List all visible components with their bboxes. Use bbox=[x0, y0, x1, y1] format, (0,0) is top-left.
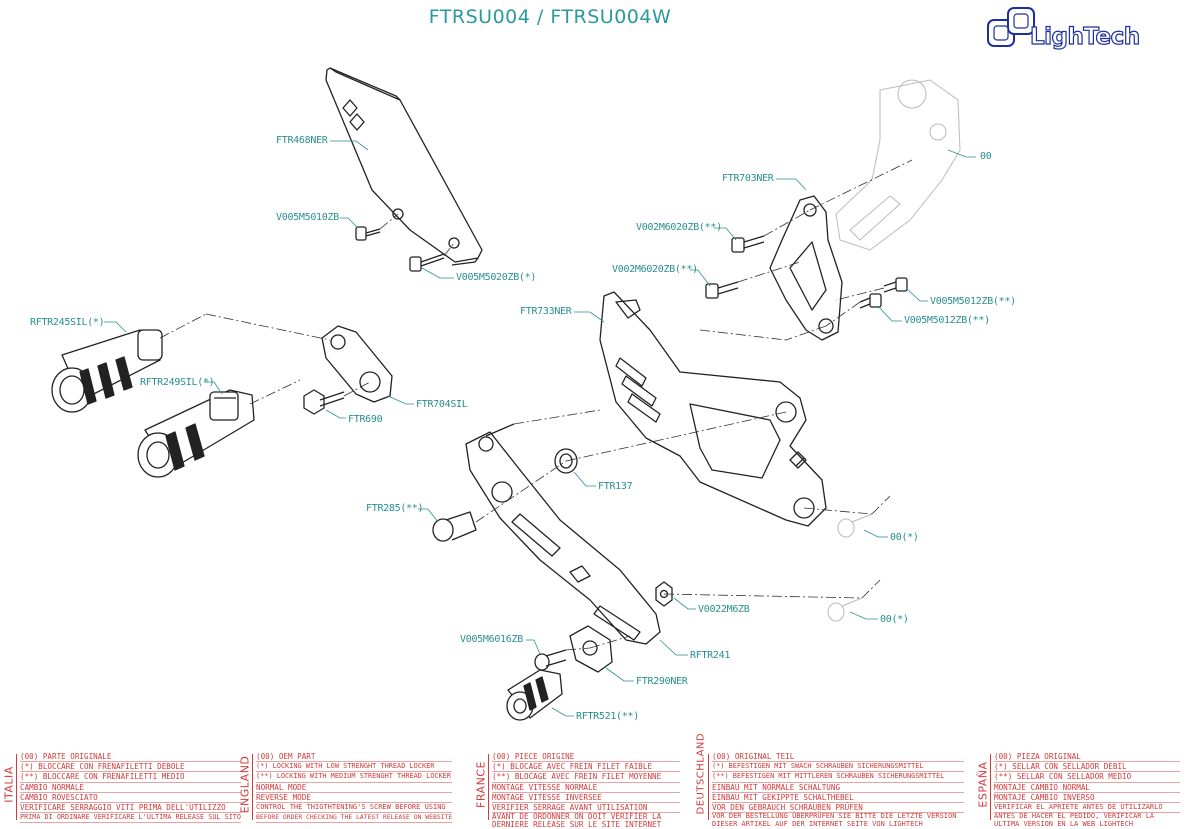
label-ftr704sil: FTR704SIL bbox=[416, 399, 468, 410]
label-oem-part: 00 bbox=[980, 151, 992, 162]
legend-line: NORMAL MODE bbox=[256, 783, 453, 793]
label-v005m5012zb-b: V005M5012ZB(**) bbox=[904, 315, 990, 326]
label-ftr137: FTR137 bbox=[598, 481, 633, 492]
legend-line: (00) OEM PART bbox=[256, 752, 453, 763]
screw-v002m6020zb-a bbox=[731, 235, 765, 253]
legend-line: MONTAJE CAMBIO INVERSO bbox=[994, 793, 1180, 804]
legend-line: (**) BEFESTIGEN MIT MITTLEREN SCHRAUBEN … bbox=[712, 772, 964, 783]
legend-line: (00) PIEZA ORIGINAL bbox=[994, 752, 1180, 763]
legend-line: (*) SELLAR CON SELLADOR DEBIL bbox=[994, 762, 1180, 773]
label-oem-part-b: 00(*) bbox=[880, 614, 909, 625]
legend-line: MONTAGE VITESSE NORMALE bbox=[492, 783, 680, 793]
rider-footpeg-alt bbox=[137, 389, 255, 478]
legend-line: VERIFICARE SERRAGGIO VITI PRIMA DELL'UTI… bbox=[20, 803, 241, 814]
label-rftr245sil: RFTR245SIL(*) bbox=[30, 317, 105, 328]
main-plate-ftr733ner bbox=[599, 291, 827, 527]
legend-line: AVANT DE ORDONNER ON DOIT VÉRIFIER LA DE… bbox=[492, 812, 662, 829]
bracket-ftr703ner bbox=[769, 195, 843, 341]
legend-line: (*) LOCKING WITH LOW STRENGHT THREAD LOC… bbox=[256, 762, 453, 773]
legend-line: (**) SELLAR CON SELLADOR MEDIO bbox=[994, 772, 1180, 783]
legend-lang: DEUTSCHLAND bbox=[695, 732, 707, 815]
label-rftr249sil: RFTR249SIL(*) bbox=[140, 377, 215, 388]
legend-line: PRIMA DI ORDINARE VERIFICARE L'ULTIMA RE… bbox=[20, 813, 241, 824]
label-v005m5010zb: V005M5010ZB bbox=[276, 212, 339, 223]
legend-line: VERIFICAR EL APRIETE ANTES DE UTILIZARLO bbox=[994, 803, 1180, 814]
label-v0022m6zb: V0022M6ZB bbox=[698, 604, 750, 615]
legend-line: MONTAJE CAMBIO NORMAL bbox=[994, 783, 1180, 793]
lightech-logo bbox=[987, 7, 1035, 47]
legend-lang: FRANCE bbox=[474, 761, 488, 808]
legend-lang: ENGLAND bbox=[238, 755, 252, 814]
label-v005m5012zb-a: V005M5012ZB(**) bbox=[930, 296, 1016, 307]
label-ftr733ner: FTR733NER bbox=[520, 306, 572, 317]
oem-screw-ghost-b bbox=[827, 597, 863, 622]
label-oem-part-a: 00(*) bbox=[890, 532, 919, 543]
legend-lang: ITALIA bbox=[2, 766, 16, 803]
legend-line: (*) BLOCCARE CON FRENAFILETTI DEBOLE bbox=[20, 762, 241, 773]
oem-footrest-ghost bbox=[835, 79, 961, 251]
legend-italia: ITALIA (00) PARTE ORIGINALE (*) BLOCCARE… bbox=[2, 752, 241, 824]
label-ftr285: FTR285(**) bbox=[366, 503, 424, 514]
legend-line: (00) PIECE ORIGINE bbox=[492, 752, 680, 763]
peg-mount-ftr704sil bbox=[321, 325, 393, 403]
screw-v002m6020zb-b bbox=[705, 281, 739, 299]
legend-line: CAMBIO ROVESCIATO bbox=[20, 793, 241, 804]
exploded-diagram bbox=[51, 67, 976, 721]
heel-guard-plate bbox=[325, 67, 483, 266]
label-v002m6020zb-a: V002M6020ZB(**) bbox=[636, 222, 722, 233]
label-ftr290ner: FTR290NER bbox=[636, 676, 688, 687]
label-v005m5020zb: V005M5020ZB(*) bbox=[456, 272, 537, 283]
legend-line: (**) BLOCCARE CON FRENAFILETTI MEDIO bbox=[20, 772, 241, 783]
page-title: FTRSU004 / FTRSU004W bbox=[428, 6, 672, 28]
legend-line: EINBAU MIT GEKIPPTE SCHALTHEBEL bbox=[712, 793, 964, 804]
legend-line: VOR DEN GEBRAUCH SCHRAUBEN PRÜFEN bbox=[712, 803, 964, 814]
leader-lines bbox=[104, 140, 976, 717]
shift-lever-rftr241 bbox=[465, 423, 661, 645]
legend-deutschland: DEUTSCHLAND (00) ORIGINAL TEIL (*) BEFES… bbox=[694, 732, 970, 828]
label-v002m6020zb-b: V002M6020ZB(**) bbox=[612, 264, 698, 275]
legend-line: CAMBIO NORMALE bbox=[20, 783, 241, 793]
screw-v005m6016zb bbox=[534, 649, 567, 671]
link-ftr290ner bbox=[569, 625, 613, 673]
brand-name: LighTech bbox=[1029, 23, 1140, 50]
shift-peg-rftr521 bbox=[506, 669, 563, 721]
legend-line: VOR DER BESTELLUNG ÜBERPRÜFEN SIE BITTE … bbox=[712, 812, 957, 828]
label-ftr468ner: FTR468NER bbox=[276, 135, 328, 146]
legend-espana: ESPAÑA (00) PIEZA ORIGINAL (*) SELLAR CO… bbox=[976, 752, 1182, 828]
assembly-axis-lines bbox=[159, 159, 913, 651]
label-rftr521: RFTR521(**) bbox=[576, 711, 639, 722]
legend-line: (*) BLOCAGE AVEC FREIN FILET FAIBLE bbox=[492, 762, 680, 773]
legend-line: ANTES DE HACER EL PEDIDO, VERIFICAR LA U… bbox=[994, 812, 1155, 828]
legend-line: (00) ORIGINAL TEIL bbox=[712, 752, 964, 763]
screw-v005m5012zb-a bbox=[883, 277, 908, 293]
legend-line: (**) BLOCAGE AVEC FREIN FILET MOYENNE bbox=[492, 772, 680, 783]
legend-line: VERIFIER SERRAGE AVANT UTILISATION bbox=[492, 803, 680, 814]
legend-line: MONTAGE VITESSE INVERSEE bbox=[492, 793, 680, 804]
legend-line: REVERSE MODE bbox=[256, 793, 453, 804]
legend-line: (**) LOCKING WITH MEDIUM STRENGHT THREAD… bbox=[256, 772, 453, 783]
label-ftr690: FTR690 bbox=[348, 414, 383, 425]
label-ftr703ner: FTR703NER bbox=[722, 173, 774, 184]
label-v005m6016zb: V005M6016ZB bbox=[460, 634, 523, 645]
bolt-ftr690 bbox=[303, 389, 345, 415]
pivot-bolt-ftr285 bbox=[432, 511, 477, 542]
legend-line: (00) PARTE ORIGINALE bbox=[20, 752, 241, 763]
legend-line: EINBAU MIT NORMALE SCHALTUNG bbox=[712, 783, 964, 793]
screw-v005m5020zb bbox=[409, 253, 445, 272]
label-rftr241: RFTR241 bbox=[690, 650, 731, 661]
screw-v005m5012zb-b bbox=[859, 293, 882, 309]
legend-england: ENGLAND (00) OEM PART (*) LOCKING WITH L… bbox=[238, 752, 466, 824]
legend-lang: ESPAÑA bbox=[976, 761, 990, 808]
rider-footpeg bbox=[51, 329, 163, 413]
oem-screw-ghost-a bbox=[837, 513, 873, 538]
legend-line: BEFORE ORDER CHECKING THE LATEST RELEASE… bbox=[256, 813, 453, 824]
legend-france: FRANCE (00) PIECE ORIGINE (*) BLOCAGE AV… bbox=[474, 752, 686, 828]
legend-line: (*) BEFESTIGEN MIT SWACH SCHRAUBEN SICHE… bbox=[712, 762, 964, 773]
screw-v005m5010zb bbox=[355, 226, 381, 241]
legend-line: CONTROL THE THIGTHTENING'S SCREW BEFORE … bbox=[256, 803, 453, 814]
